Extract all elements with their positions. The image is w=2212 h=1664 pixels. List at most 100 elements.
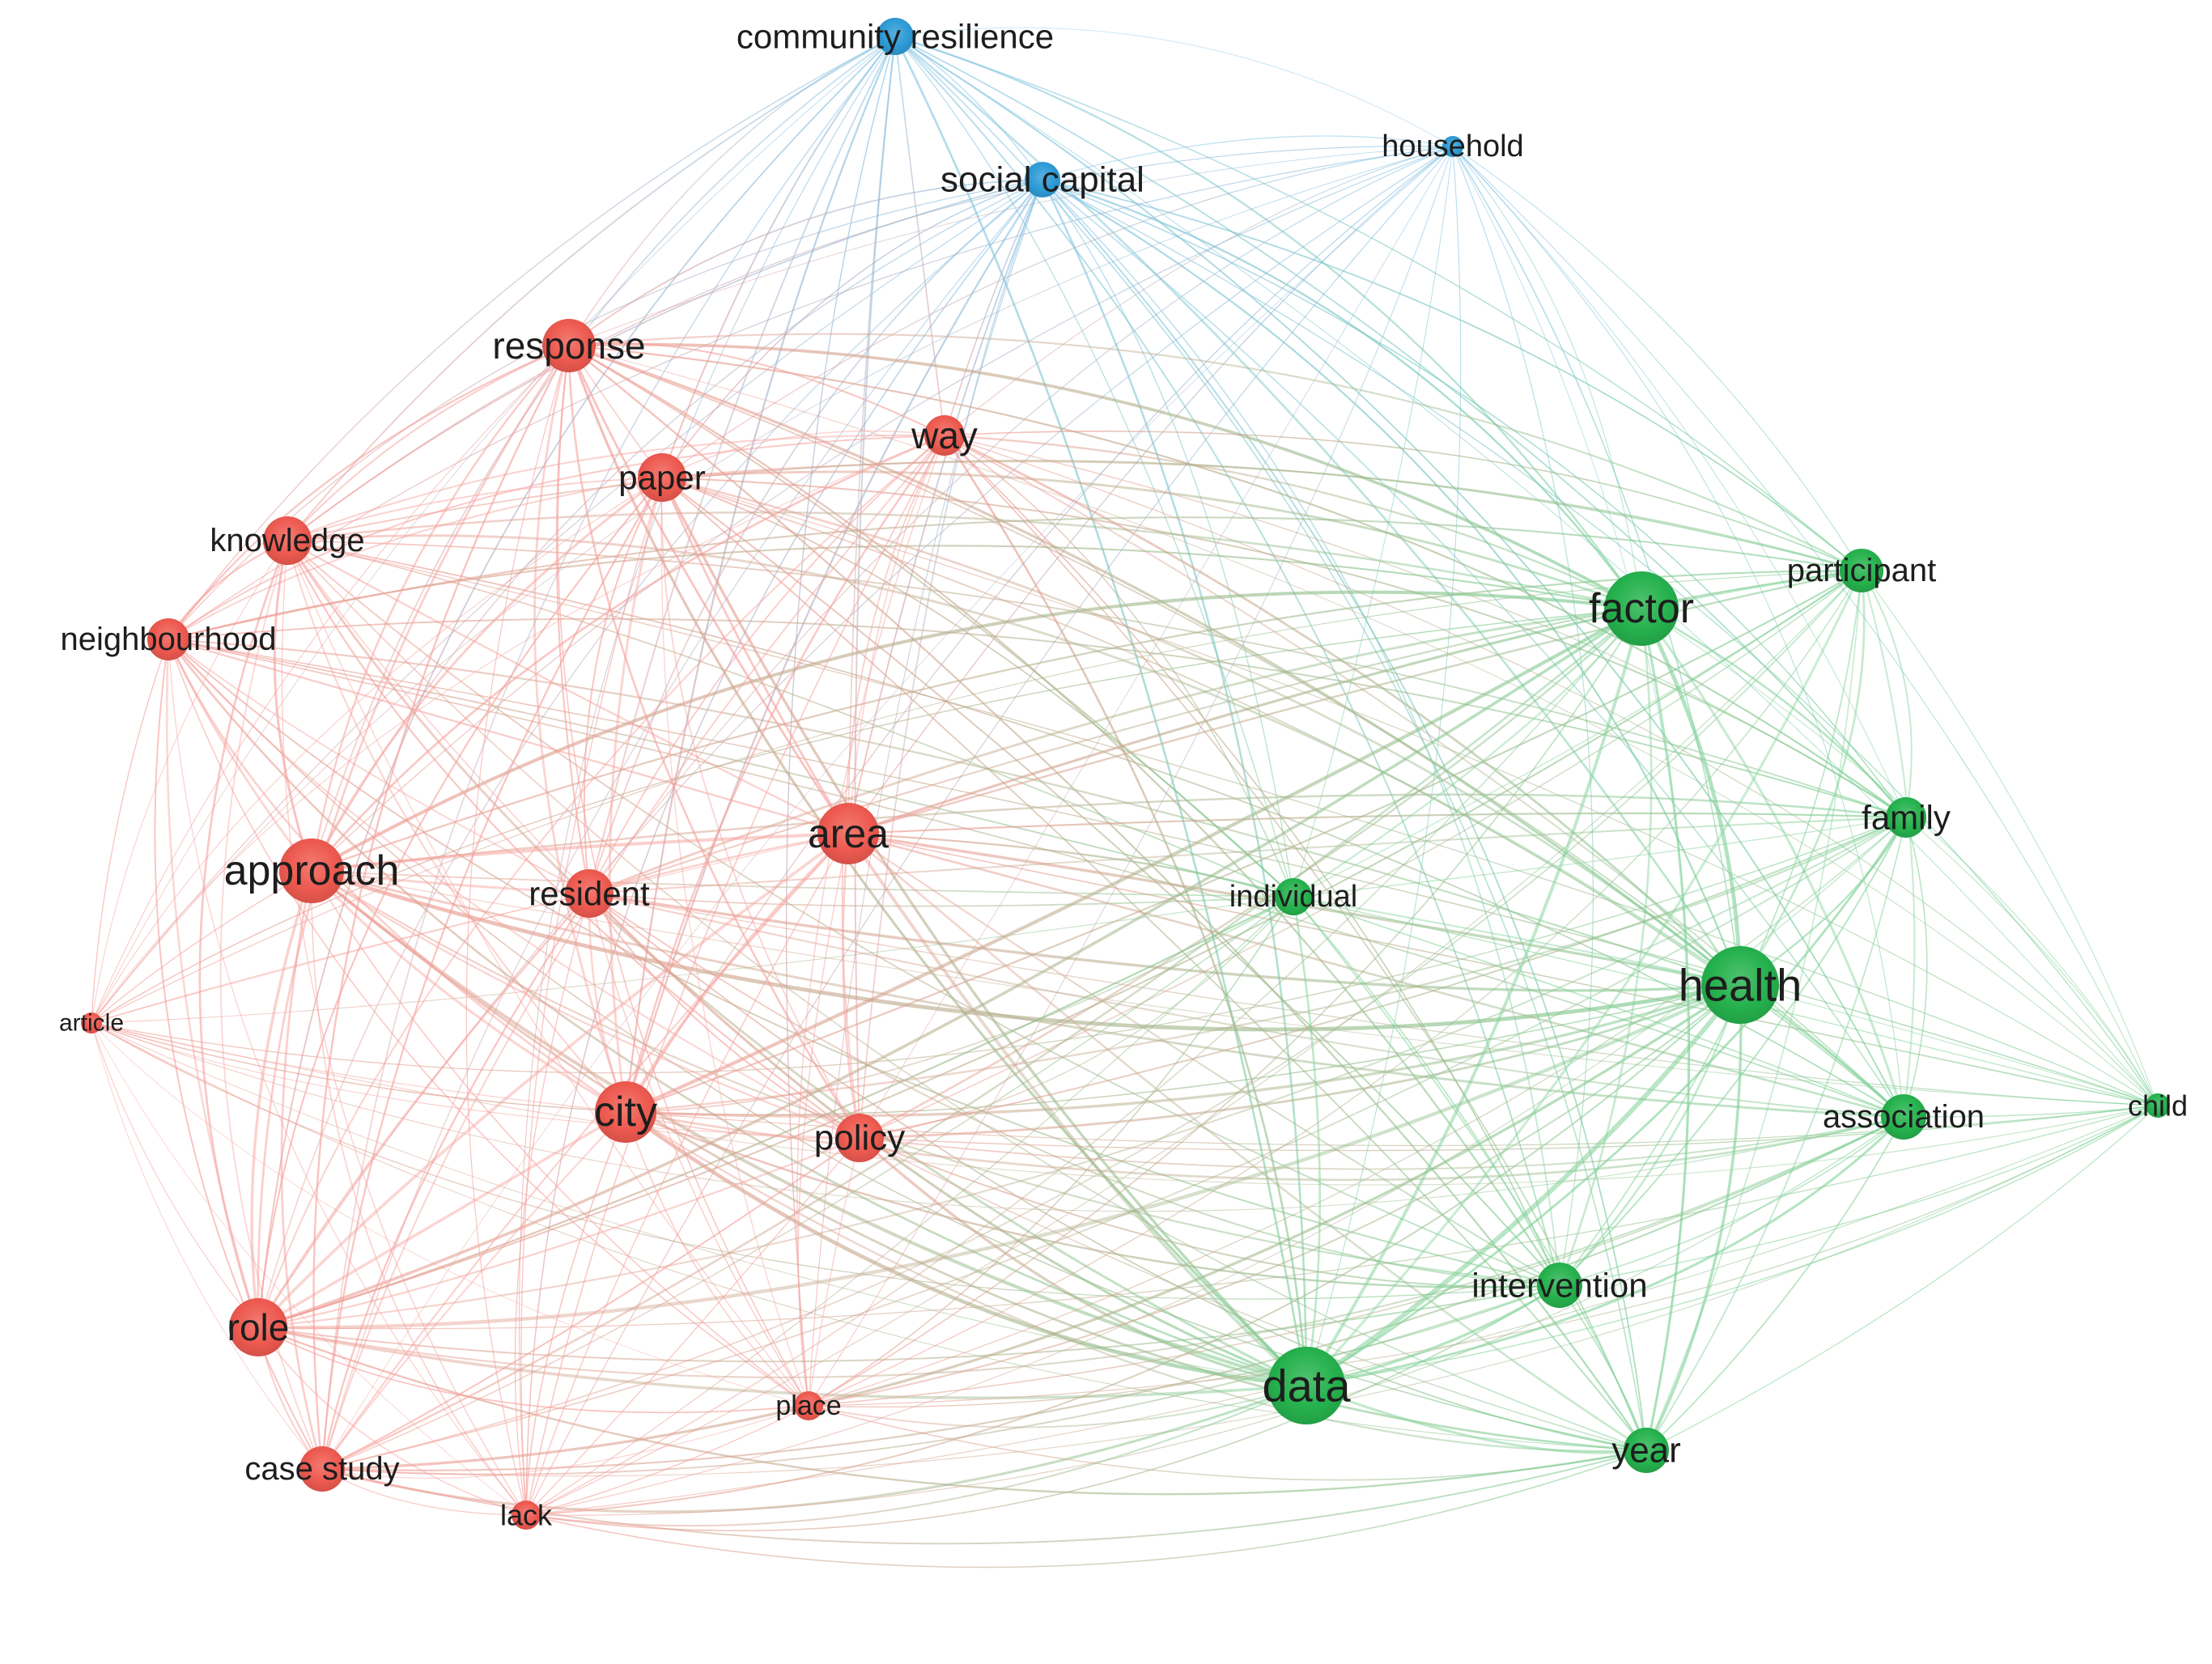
edge-health--child bbox=[1739, 984, 2159, 1106]
edge-participant--individual bbox=[1293, 570, 1862, 898]
edge-resident--family bbox=[588, 816, 1908, 895]
node-label-association: association bbox=[1823, 1099, 1985, 1135]
edge-city--intervention bbox=[624, 1110, 1561, 1288]
node-label-community-resilience: community resilience bbox=[737, 18, 1054, 56]
node-label-role: role bbox=[227, 1306, 290, 1348]
edge-community-resilience--paper bbox=[661, 36, 896, 478]
edge-resident--factor bbox=[588, 607, 1643, 895]
edge-knowledge--lack bbox=[281, 540, 527, 1516]
edge-knowledge--article bbox=[91, 540, 288, 1024]
node-family[interactable] bbox=[1886, 797, 1926, 838]
edge-place--year bbox=[808, 1405, 1647, 1481]
edge-policy--lack bbox=[525, 1137, 860, 1516]
node-neighbourhood[interactable] bbox=[147, 618, 189, 660]
edge-place--participant bbox=[808, 570, 1862, 1407]
edge-community-resilience--participant bbox=[894, 36, 1862, 571]
edge-social-capital--child bbox=[1042, 179, 2159, 1106]
node-knowledge[interactable] bbox=[263, 516, 312, 565]
edge-community-resilience--individual bbox=[894, 36, 1294, 898]
node-policy[interactable] bbox=[835, 1114, 884, 1162]
edge-community-resilience--neighbourhood bbox=[168, 36, 896, 640]
node-health[interactable] bbox=[1701, 946, 1779, 1024]
node-label-knowledge: knowledge bbox=[210, 523, 364, 558]
edge-place--child bbox=[808, 1105, 2159, 1407]
edge-response--approach bbox=[310, 344, 571, 872]
edge-participant--association bbox=[1860, 569, 1916, 1119]
node-label-child: child bbox=[2128, 1089, 2188, 1123]
node-lack[interactable] bbox=[512, 1501, 541, 1530]
node-household[interactable] bbox=[1442, 136, 1463, 157]
node-factor[interactable] bbox=[1604, 571, 1679, 646]
node-response[interactable] bbox=[542, 319, 596, 372]
edge-social-capital--factor bbox=[1041, 178, 1643, 610]
node-label-article: article bbox=[59, 1010, 124, 1037]
edge-way--approach bbox=[310, 434, 946, 872]
edge-participant--child bbox=[1861, 570, 2159, 1106]
edge-paper--individual bbox=[661, 477, 1294, 898]
node-article[interactable] bbox=[81, 1012, 102, 1034]
node-data[interactable] bbox=[1267, 1347, 1345, 1424]
edge-approach--intervention bbox=[310, 869, 1561, 1287]
edge-household--participant bbox=[1452, 146, 1862, 571]
edge-family--year bbox=[1645, 817, 1907, 1451]
node-city[interactable] bbox=[595, 1081, 656, 1143]
edge-area--policy bbox=[842, 832, 861, 1140]
edge-family--association bbox=[1903, 817, 1928, 1118]
edge-neighbourhood--article bbox=[91, 639, 169, 1024]
edge-article--individual bbox=[91, 896, 1294, 1024]
node-label-family: family bbox=[1862, 799, 1951, 837]
node-label-participant: participant bbox=[1787, 553, 1937, 588]
node-way[interactable] bbox=[924, 415, 965, 456]
edge-place--family bbox=[808, 817, 1907, 1407]
edge-city--year bbox=[624, 1110, 1648, 1453]
edge-knowledge--factor bbox=[286, 511, 1643, 610]
edge-policy--case-study bbox=[321, 1136, 861, 1471]
edge-area--role bbox=[257, 832, 850, 1329]
edge-household--family bbox=[1452, 146, 1907, 818]
edge-article--policy bbox=[91, 1022, 860, 1139]
node-label-case-study: case study bbox=[244, 1451, 399, 1487]
edge-community-resilience--association bbox=[894, 36, 1904, 1118]
edge-case-study--family bbox=[321, 817, 1907, 1470]
edge-resident--health bbox=[588, 892, 1742, 992]
edge-area--factor bbox=[847, 607, 1643, 835]
edge-knowledge--area bbox=[286, 539, 850, 835]
node-label-area: area bbox=[808, 811, 889, 856]
node-approach[interactable] bbox=[279, 838, 344, 903]
edge-individual--data bbox=[1292, 895, 1321, 1387]
edge-paper--child bbox=[661, 477, 2159, 1106]
edge-approach--health bbox=[309, 868, 1743, 1032]
node-participant[interactable] bbox=[1840, 549, 1883, 592]
edge-way--place bbox=[796, 435, 945, 1407]
edge-household--article bbox=[91, 146, 1454, 1024]
edge-factor--individual bbox=[1292, 607, 1643, 898]
node-social-capital[interactable] bbox=[1025, 162, 1060, 197]
node-community-resilience[interactable] bbox=[877, 18, 914, 55]
node-child[interactable] bbox=[2146, 1093, 2170, 1118]
edge-community-resilience--response bbox=[568, 36, 896, 346]
node-individual[interactable] bbox=[1275, 878, 1312, 915]
node-paper[interactable] bbox=[638, 453, 686, 502]
node-year[interactable] bbox=[1624, 1428, 1669, 1473]
node-role[interactable] bbox=[229, 1298, 287, 1356]
edge-lack--child bbox=[525, 1105, 2159, 1516]
edge-article--case-study bbox=[91, 1022, 323, 1470]
edge-household--neighbourhood bbox=[168, 146, 1454, 640]
edge-resident--year bbox=[588, 893, 1647, 1451]
node-label-policy: policy bbox=[814, 1119, 906, 1158]
edge-association--intervention bbox=[1559, 1116, 1904, 1286]
node-label-city: city bbox=[594, 1089, 657, 1136]
edge-paper--year bbox=[661, 477, 1647, 1451]
node-intervention[interactable] bbox=[1537, 1263, 1582, 1308]
edge-knowledge--approach bbox=[273, 539, 313, 872]
node-association[interactable] bbox=[1881, 1094, 1926, 1140]
edge-social-capital--participant bbox=[1042, 179, 1862, 571]
node-area[interactable] bbox=[817, 803, 879, 864]
node-case-study[interactable] bbox=[299, 1446, 345, 1492]
node-resident[interactable] bbox=[565, 869, 614, 918]
node-label-year: year bbox=[1611, 1431, 1681, 1471]
node-place[interactable] bbox=[794, 1391, 823, 1420]
edge-way--individual bbox=[944, 435, 1294, 898]
